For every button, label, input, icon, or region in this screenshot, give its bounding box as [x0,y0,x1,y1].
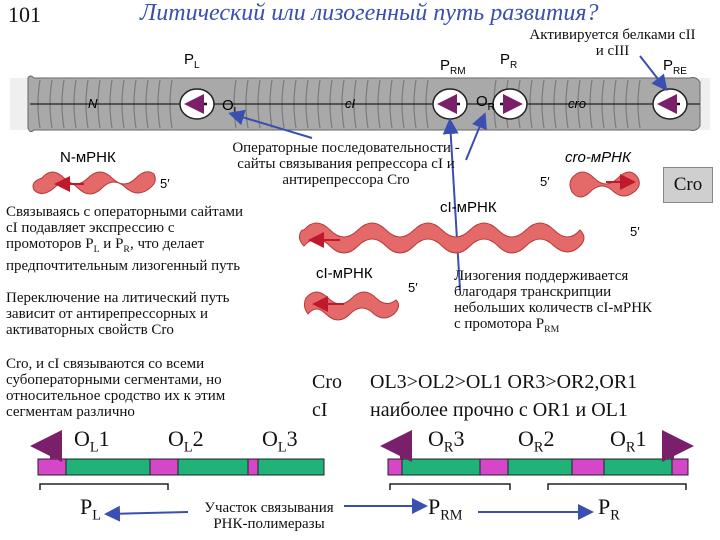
binding-note: Связываясь с операторными сайтами cI под… [6,204,306,274]
activated-note-line1: Активируется белками cII [529,27,696,43]
binding-note-line4: предпочтительным лизогенный путь [6,258,241,274]
slide-number: 101 [8,2,41,27]
affinity-ci-row: cI наиболее прочно с OR1 и OL1 [312,396,717,424]
ci-mrna-long-strand [298,222,585,254]
affinity-block: Cro OL3>OL2>OL1 OR3>OR2,OR1 cI наиболее пр… [312,368,717,424]
ci-mrna-short-5prime: 5′ [408,280,418,295]
ci-mrna-short-label: cI-мРНК [316,265,373,282]
operator-note-line2: сайты связывания репрессора cI и [237,156,455,172]
pr-polymerase-bracket [547,483,687,490]
or3-segment [401,458,481,476]
ci-mrna-short-strand [303,291,400,321]
pl-start-arrow [30,430,62,462]
n-mrna-5prime: 5′ [160,176,170,191]
dna-prm-label: PRM [440,57,466,77]
or1-label: OR1 [610,426,647,456]
suboperator-note-line1: Cro, и cI связываются со всеми [6,356,205,372]
bottom-prm-label: PRM [428,494,463,524]
right-operator-region [387,458,689,476]
lysogeny-note: Лизогения поддерживается благодаря транс… [454,268,714,338]
promoter-pl-site [179,88,215,120]
binding-note-line3: промоторов PL и PR, что делает [6,236,205,255]
binding-note-line2: cI подавляет экспрессию с [6,220,175,236]
pl-polymerase-bracket [39,483,169,490]
affinity-ci-name: cI [312,399,328,421]
switch-note-line1: Переключение на литический путь [6,290,230,306]
suboperator-note-line2: субоператорными сегментами, но [6,372,222,388]
n-mrna-strand [32,171,156,195]
operator-note-line3: антирепрессора Cro [282,172,410,188]
polymerase-note-line2: РНК-полимеразы [213,516,325,532]
cro-mrna-strand [569,171,640,198]
left-operator-region [37,458,325,476]
promoter-pre-site [652,88,688,120]
affinity-cro-row: Cro OL3>OL2>OL1 OR3>OR2,OR1 [312,368,717,396]
suboperator-note-line4: сегментам различно [6,404,135,420]
cii-activation-arrow [639,55,668,92]
slide-title: Литический или лизогенный путь развития? [140,0,599,26]
or2-segment [507,458,573,476]
switch-note: Переключение на литический путь зависит … [6,290,306,338]
operator-note: Операторные последовательности - сайты с… [196,140,496,188]
switch-note-line2: зависит от антирепрессорных и [6,306,208,322]
cro-mrna-5prime: 5′ [540,174,550,189]
suboperator-note-line3: относительное сродство их к этим [6,388,226,404]
polymerase-arrow-pl [104,505,189,522]
or1-segment [603,458,673,476]
affinity-cro-name: Cro [312,371,342,393]
lysogeny-note-line1: Лизогения поддерживается [454,268,629,284]
activated-note-line2: и cIII [595,43,630,59]
dna-pre-label: PRE [663,57,687,77]
binding-note-line1: Связываясь с операторными сайтами [6,204,244,220]
n-mrna-label: N-мРНК [60,149,116,166]
pr-start-arrow [662,430,694,462]
ci-mrna-long-label: cI-мРНК [440,199,497,216]
bottom-pr-label: PR [598,494,620,524]
promoter-pr-site [492,88,528,120]
ci-mrna-long-5prime: 5′ [630,224,640,239]
cro-mrna-label: cro-мРНК [565,149,632,166]
cro-protein-box: Cro [663,167,713,203]
lysogeny-note-line2: благодаря транскрипции [454,284,612,300]
switch-note-line3: активаторных свойств Cro [6,322,174,338]
ol1-label: OL1 [74,426,110,456]
dna-pr-label: PR [500,51,517,71]
ol3-label: OL3 [262,426,298,456]
or2-label: OR2 [518,426,555,456]
gene-ci-label: cI [345,96,356,111]
operator-right-arrow [465,112,487,161]
ol2-segment [177,458,249,476]
dna-or-label: OR [476,93,495,113]
lysogeny-note-line4: с промотора PRM [454,316,560,335]
ol3-segment [257,458,325,476]
dna-pl-label: PL [184,51,200,71]
operator-left-arrow [228,109,313,139]
prm-start-arrow [380,430,412,462]
polymerase-note: Участок связывания РНК-полимеразы [184,500,354,532]
bottom-pl-label: PL [80,494,101,524]
ol1-segment [65,458,151,476]
lysogeny-note-line3: небольших количеств cI-мРНК [454,300,653,316]
gene-cro-label: cro [568,96,586,111]
prm-polymerase-bracket [389,483,511,490]
affinity-ci-order: наиболее прочно с OR1 и OL1 [370,399,628,421]
ol2-label: OL2 [168,426,204,456]
promoter-prm-site [432,88,468,120]
polymerase-note-line1: Участок связывания [204,500,334,516]
lysogeny-arrow [442,118,461,291]
gene-n-label: N [88,96,98,111]
activated-note: Активируется белками cII и cIII [510,27,715,59]
suboperator-note: Cro, и cI связываются со всеми субоперат… [6,356,306,420]
operator-note-line1: Операторные последовательности - [232,140,460,156]
or3-label: OR3 [428,426,465,456]
affinity-cro-order: OL3>OL2>OL1 OR3>OR2,OR1 [370,371,638,393]
